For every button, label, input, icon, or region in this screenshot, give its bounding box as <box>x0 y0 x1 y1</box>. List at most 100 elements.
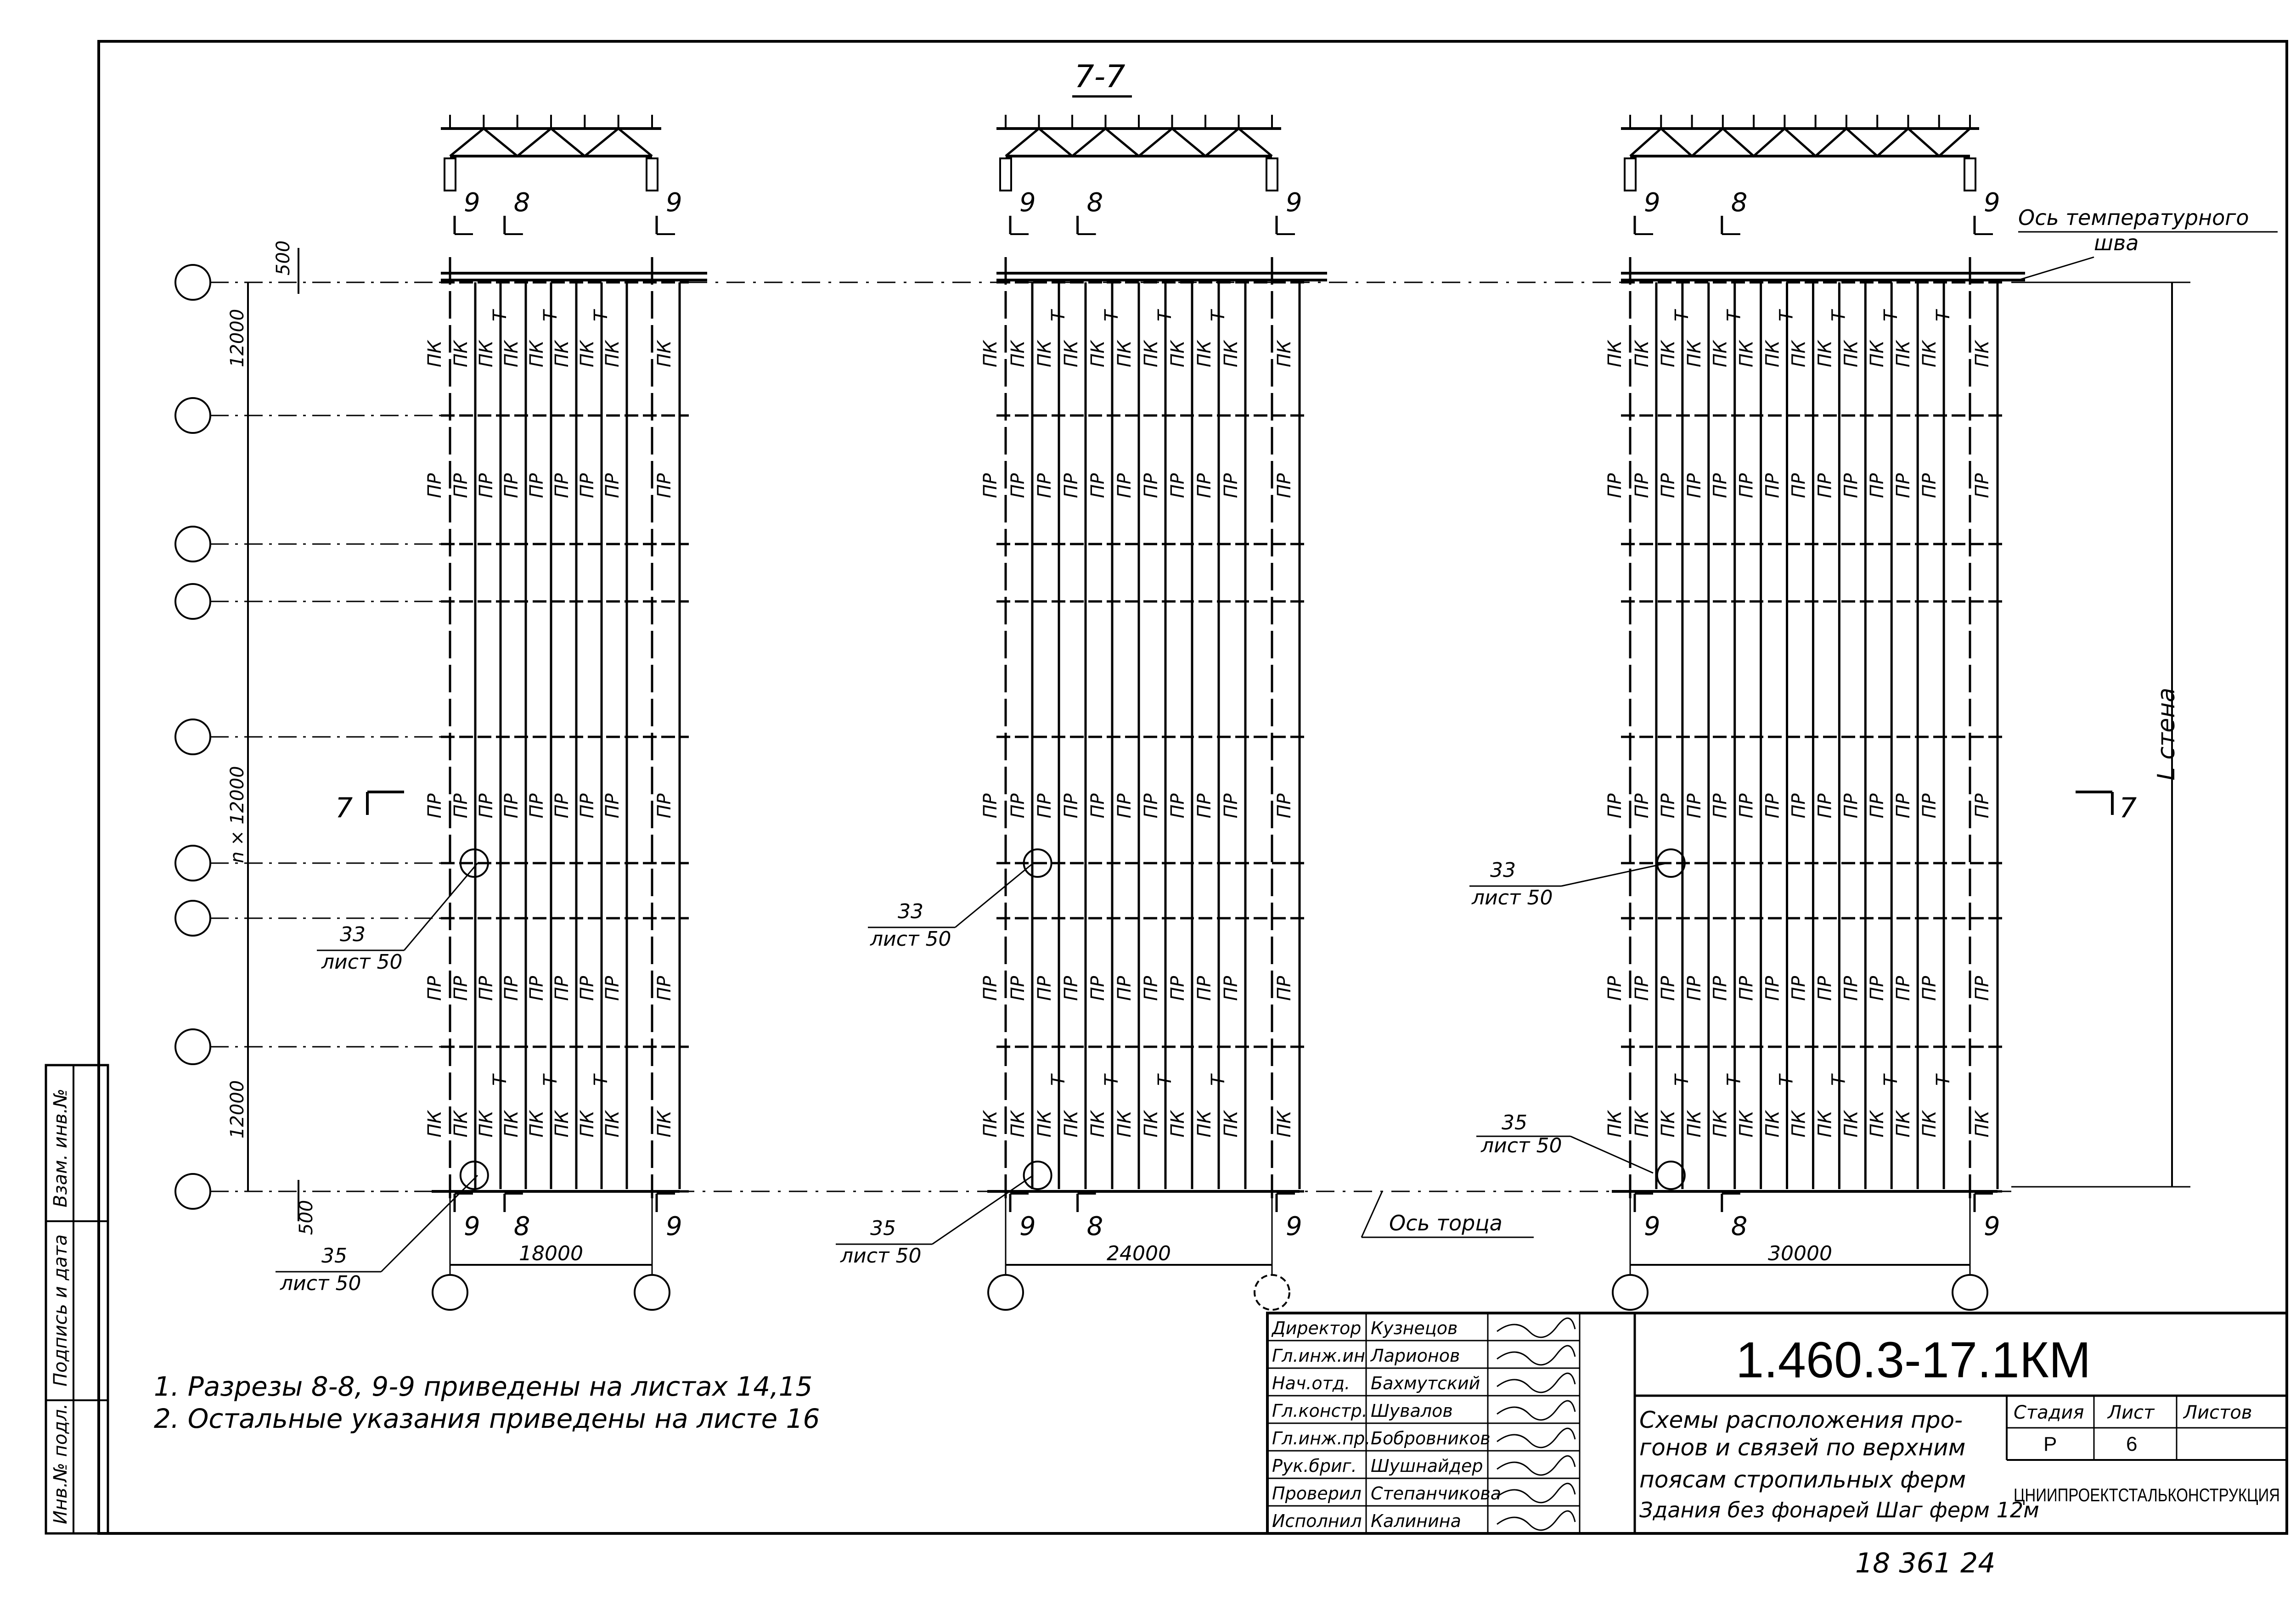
label-pk: ПК <box>1736 1110 1757 1137</box>
label-pk: ПК <box>1034 340 1055 367</box>
label-t: Т <box>490 1073 511 1086</box>
label-pr: ПР <box>980 976 1001 1001</box>
label-pk: ПК <box>1762 340 1784 367</box>
label-pr: ПР <box>1061 473 1082 498</box>
column-axis-circle <box>1952 1274 1988 1311</box>
section-9-top-right: 9 <box>666 188 682 218</box>
label-pr: ПР <box>654 473 675 498</box>
label-pr: ПР <box>1658 473 1679 498</box>
label-pk: ПК <box>1710 1110 1731 1137</box>
title-line-4: Здания без фонарей Шаг ферм 12м <box>1639 1498 2039 1522</box>
label-pr: ПР <box>1221 793 1242 818</box>
label-pr: ПР <box>551 473 573 498</box>
label-pr: ПР <box>1034 976 1055 1001</box>
label-pk: ПК <box>1893 1110 1914 1137</box>
label-t: Т <box>1933 1073 1954 1086</box>
label-t: Т <box>1208 309 1229 321</box>
label-t: Т <box>1671 1073 1693 1086</box>
signature <box>1497 1400 1576 1421</box>
label-pr: ПР <box>450 793 472 818</box>
dim-top-500: 500 <box>273 241 294 275</box>
label-pr: ПР <box>1167 473 1188 498</box>
staff-role: Гл.констр. <box>1272 1401 1367 1421</box>
label-pr: ПР <box>1972 473 1993 498</box>
column-axis-circle <box>634 1274 670 1311</box>
axis-notes: Ось температурного шва Ось торца <box>1361 205 2278 1238</box>
signature <box>1497 1455 1576 1476</box>
label-pr: ПР <box>450 473 472 498</box>
label-pr: ПР <box>1604 793 1626 818</box>
column-left <box>999 157 1012 191</box>
label-pk: ПК <box>1919 340 1940 367</box>
label-pr: ПР <box>1814 976 1835 1001</box>
label-pk: ПК <box>1840 340 1862 367</box>
label-pr: ПР <box>1684 473 1705 498</box>
label-pk: ПК <box>424 1110 445 1137</box>
node-35 <box>459 1161 489 1190</box>
label-pr: ПР <box>526 793 547 818</box>
axis-circle <box>174 583 211 620</box>
label-pk: ПК <box>1788 1110 1809 1137</box>
section-8-top: 8 <box>1087 188 1103 218</box>
staff-role: Рук.бриг. <box>1272 1456 1357 1476</box>
label-pr: ПР <box>1141 976 1162 1001</box>
label-pr: ПР <box>1114 473 1135 498</box>
label-pk: ПК <box>1221 340 1242 367</box>
axis-circle <box>174 526 211 562</box>
dim-middle-bays: n × 12000 <box>227 766 248 863</box>
label-t: Т <box>1048 309 1069 321</box>
label-pk: ПК <box>476 340 497 367</box>
label-pr: ПР <box>1840 793 1862 818</box>
label-pr: ПР <box>1788 793 1809 818</box>
label-pr: ПР <box>1762 473 1784 498</box>
section-9-bottom-left: 9 <box>1019 1212 1036 1241</box>
label-pr: ПР <box>1893 976 1914 1001</box>
callout-35-b: 35 <box>870 1217 896 1240</box>
label-pk: ПК <box>450 340 472 367</box>
label-pk: ПК <box>654 1110 675 1137</box>
label-pr: ПР <box>1919 793 1940 818</box>
organization: ЦНИИПРОЕКТСТАЛЬКОНСТРУКЦИЯ <box>2014 1485 2280 1505</box>
column-axis-circle <box>1612 1274 1649 1311</box>
label-pr: ПР <box>1632 976 1653 1001</box>
label-pr: ПР <box>1710 473 1731 498</box>
node-33 <box>459 848 489 878</box>
section-9-bottom-right: 9 <box>1286 1212 1302 1241</box>
signature <box>1497 1510 1576 1531</box>
staff-name: Ларионов <box>1370 1346 1460 1366</box>
callout-35-b-sheet: лист 50 <box>840 1244 922 1268</box>
label-pr: ПР <box>1114 793 1135 818</box>
callout-35-c-sheet: лист 50 <box>1480 1134 1562 1157</box>
staff-name: Бахмутский <box>1371 1373 1480 1393</box>
callout-33-c: 33 <box>1490 859 1516 882</box>
label-pr: ПР <box>1087 793 1109 818</box>
label-t: Т <box>1724 1073 1745 1086</box>
callout-35-a: 35 <box>321 1244 347 1268</box>
label-t: Т <box>1724 309 1745 321</box>
node-35 <box>1023 1161 1052 1190</box>
section-8-top: 8 <box>514 188 530 218</box>
label-pk: ПК <box>1274 1110 1295 1137</box>
label-pk: ПК <box>1114 340 1135 367</box>
label-pr: ПР <box>1919 976 1940 1001</box>
label-pr: ПР <box>1788 473 1809 498</box>
label-pk: ПК <box>980 340 1001 367</box>
label-pr: ПР <box>1274 793 1295 818</box>
label-pr: ПР <box>654 976 675 1001</box>
section-8-bottom: 8 <box>514 1212 530 1241</box>
label-pr: ПР <box>1194 793 1215 818</box>
label-pr: ПР <box>476 793 497 818</box>
label-pk: ПК <box>1684 1110 1705 1137</box>
label-pr: ПР <box>476 473 497 498</box>
label-pr: ПР <box>1194 473 1215 498</box>
label-pk: ПК <box>1087 1110 1109 1137</box>
label-pr: ПР <box>602 976 623 1001</box>
label-pr: ПР <box>1604 473 1626 498</box>
label-pr: ПР <box>980 793 1001 818</box>
staff-role: Директор <box>1271 1318 1361 1338</box>
label-pr: ПР <box>1684 793 1705 818</box>
label-pr: ПР <box>1710 793 1731 818</box>
label-pr: ПР <box>1867 976 1888 1001</box>
